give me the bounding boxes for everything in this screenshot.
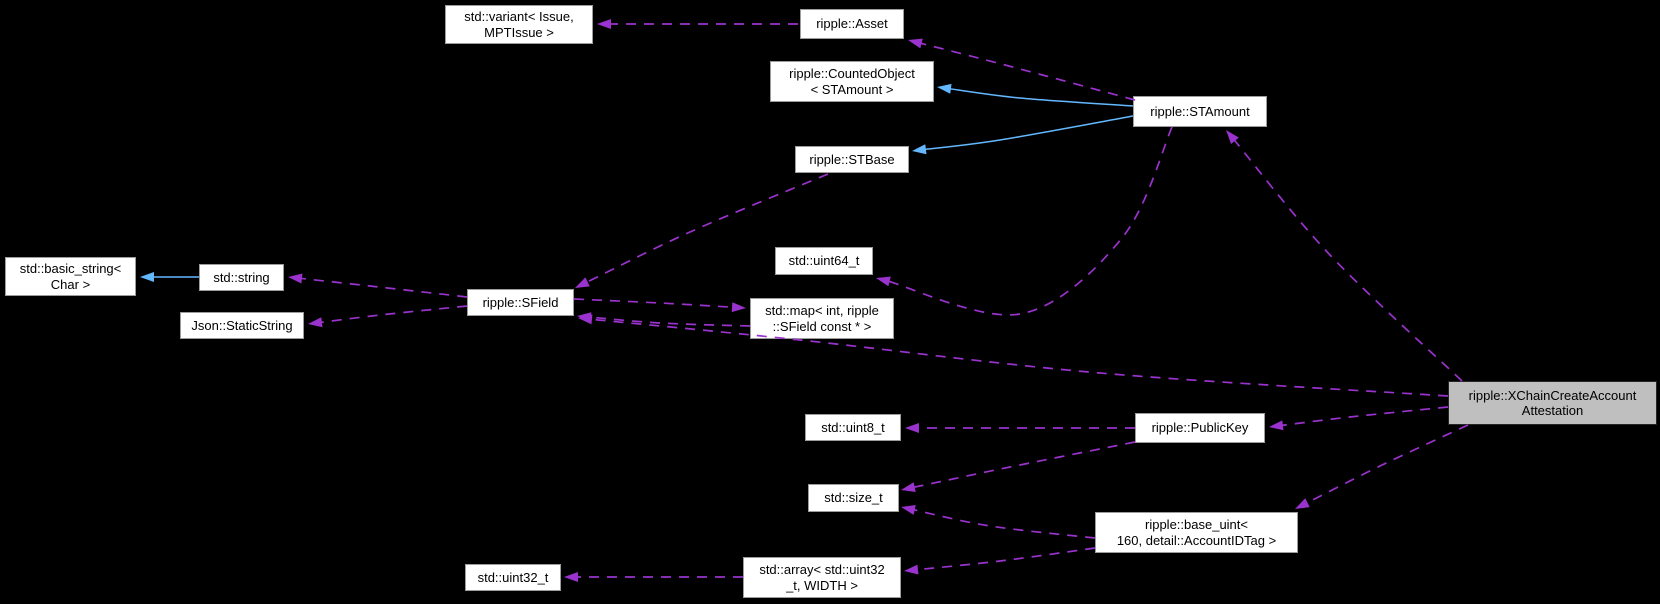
- edge-array-to-uint32: [564, 572, 743, 582]
- node-uint32[interactable]: std::uint32_t: [465, 564, 561, 591]
- node-label-line: MPTIssue >: [484, 24, 554, 40]
- usage-arrowhead-icon: [564, 572, 578, 582]
- node-uint64[interactable]: std::uint64_t: [775, 247, 873, 275]
- node-label-line: ripple::Asset: [816, 16, 888, 32]
- node-label-line: std::size_t: [824, 490, 883, 506]
- edge-xchain-to-stamount: [1226, 130, 1463, 382]
- usage-arrowhead-icon: [1269, 420, 1284, 431]
- node-basicstring[interactable]: std::basic_string<Char >: [5, 257, 136, 296]
- node-label-line: ripple::XChainCreateAccount: [1468, 387, 1637, 403]
- usage-arrowhead-icon: [597, 19, 611, 29]
- node-baseuint[interactable]: ripple::base_uint<160, detail::AccountID…: [1095, 512, 1298, 553]
- node-label-line: ripple::SField: [482, 294, 559, 310]
- node-label-line: std::variant< Issue,: [464, 9, 574, 25]
- node-label-line: ::SField const * >: [772, 318, 872, 334]
- node-label-line: std::string: [213, 269, 270, 285]
- edge-asset-to-variant: [597, 19, 798, 29]
- edge-stdstring-to-basicstring: [140, 272, 199, 282]
- edge-xchain-to-baseuint: [1295, 424, 1469, 509]
- edge-publickey-to-uint8: [905, 423, 1135, 433]
- usage-arrowhead-icon: [577, 312, 592, 323]
- edge-stamount-to-uint64: [876, 126, 1173, 316]
- node-label-line: ripple::STAmount: [1150, 103, 1250, 119]
- node-counted[interactable]: ripple::CountedObject< STAmount >: [770, 61, 934, 102]
- node-array[interactable]: std::array< std::uint32_t, WIDTH >: [743, 557, 901, 598]
- node-label-line: ripple::CountedObject: [789, 66, 915, 82]
- edge-stamount-to-counted: [937, 83, 1134, 107]
- node-sizet[interactable]: std::size_t: [808, 484, 899, 512]
- inheritance-arrowhead-icon: [140, 272, 154, 282]
- node-uint8[interactable]: std::uint8_t: [805, 414, 901, 441]
- usage-arrowhead-icon: [908, 38, 923, 49]
- edge-publickey-to-sizet: [901, 441, 1136, 493]
- node-label-line: < STAmount >: [810, 81, 894, 97]
- usage-arrowhead-icon: [1295, 498, 1310, 509]
- usage-arrowhead-icon: [1226, 130, 1239, 144]
- node-stdstring[interactable]: std::string: [199, 264, 284, 291]
- inheritance-arrowhead-icon: [937, 83, 952, 94]
- node-sfield[interactable]: ripple::SField: [467, 289, 574, 316]
- node-label-line: std::map< int, ripple: [765, 303, 879, 319]
- usage-arrowhead-icon: [876, 276, 891, 287]
- node-label-line: std::array< std::uint32: [759, 562, 885, 578]
- node-label-line: _t, WIDTH >: [786, 577, 858, 593]
- edge-stamount-to-asset: [908, 38, 1136, 101]
- edge-baseuint-to-sizet: [901, 505, 1096, 539]
- usage-arrowhead-icon: [731, 302, 746, 313]
- usage-arrowhead-icon: [575, 277, 590, 288]
- node-map[interactable]: std::map< int, ripple::SField const * >: [750, 298, 894, 339]
- edge-sfield-to-stdstring: [288, 273, 468, 298]
- edge-sfield-to-staticstring: [308, 305, 468, 328]
- node-label-line: Attestation: [1521, 403, 1584, 418]
- edge-sfield-to-map: [573, 298, 746, 313]
- usage-arrowhead-icon: [578, 314, 593, 325]
- node-label-line: Char >: [50, 276, 91, 292]
- usage-arrowhead-icon: [288, 273, 303, 284]
- node-stamount[interactable]: ripple::STAmount: [1133, 96, 1267, 127]
- node-label-line: std::uint32_t: [477, 569, 549, 585]
- edge-baseuint-to-array: [904, 547, 1096, 575]
- node-publickey[interactable]: ripple::PublicKey: [1135, 413, 1265, 443]
- inheritance-arrowhead-icon: [912, 144, 927, 155]
- edge-stamount-to-stbase: [912, 115, 1134, 155]
- node-staticstring[interactable]: Json::StaticString: [180, 312, 304, 339]
- edge-map-to-sfield: [577, 312, 751, 327]
- node-label-line: ripple::base_uint<: [1145, 517, 1248, 533]
- node-asset[interactable]: ripple::Asset: [800, 9, 904, 39]
- usage-arrowhead-icon: [904, 564, 919, 575]
- usage-arrowhead-icon: [901, 482, 916, 493]
- node-variant[interactable]: std::variant< Issue,MPTIssue >: [445, 5, 593, 44]
- node-label-line: ripple::STBase: [809, 151, 895, 167]
- node-label-line: std::uint8_t: [821, 419, 885, 435]
- node-label-line: std::basic_string<: [19, 261, 122, 277]
- node-label-line: std::uint64_t: [788, 253, 860, 269]
- usage-arrowhead-icon: [905, 423, 919, 433]
- usage-arrowhead-icon: [308, 317, 323, 328]
- edge-xchain-to-sfield: [578, 314, 1449, 397]
- node-label-line: ripple::PublicKey: [1151, 420, 1249, 436]
- node-label-line: Json::StaticString: [191, 317, 293, 333]
- node-label-line: 160, detail::AccountIDTag >: [1116, 532, 1277, 548]
- edge-xchain-to-publickey: [1269, 406, 1449, 431]
- node-stbase[interactable]: ripple::STBase: [795, 146, 909, 173]
- usage-arrowhead-icon: [901, 505, 916, 515]
